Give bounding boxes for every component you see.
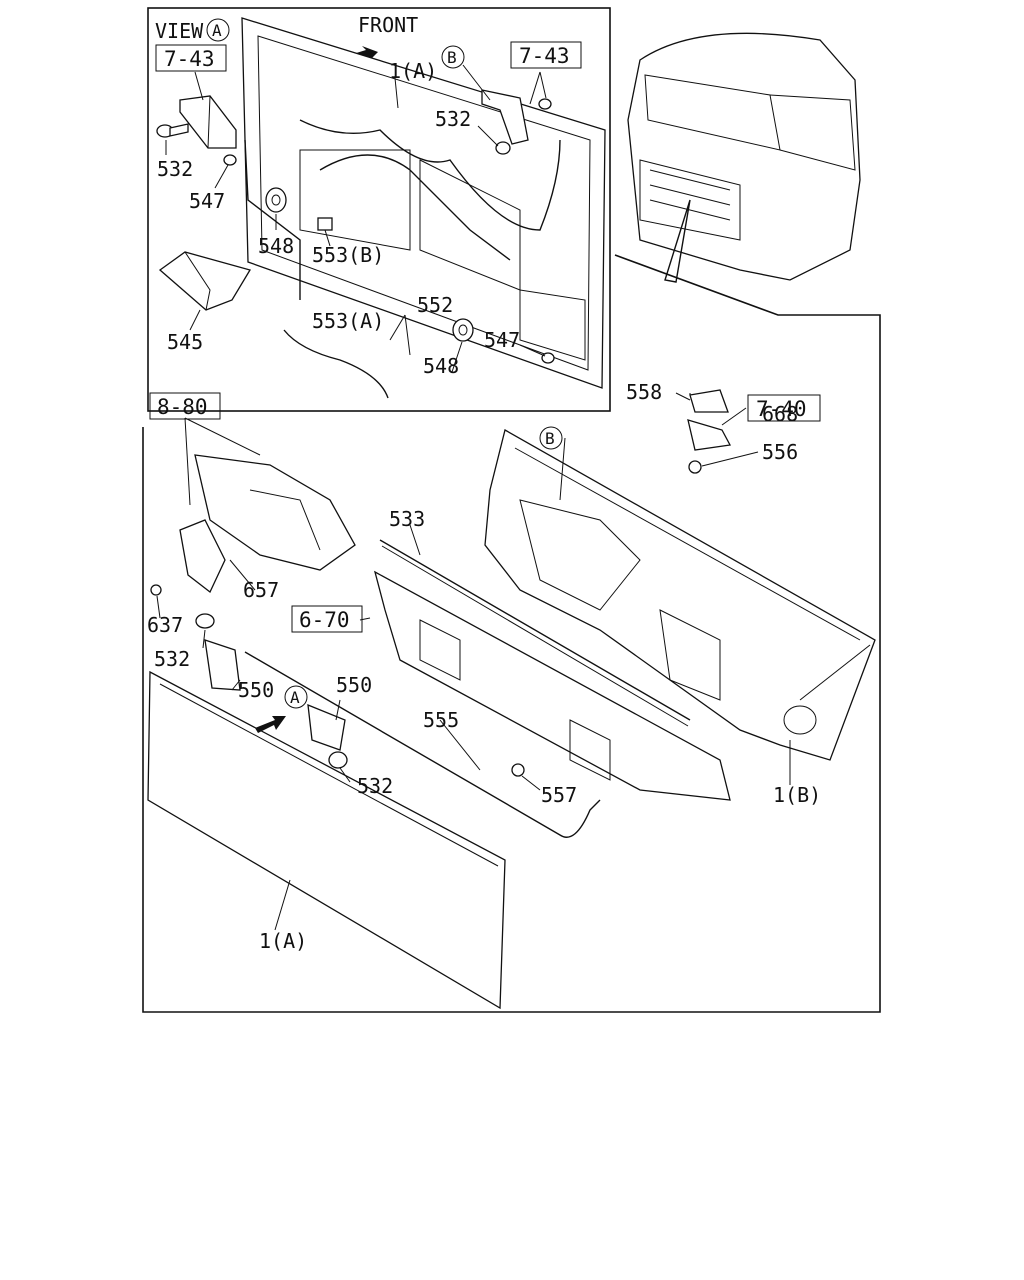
label-532-lower-center: 532 bbox=[357, 774, 393, 798]
cross-member bbox=[373, 570, 731, 801]
label-1a-top: 1(A) bbox=[389, 59, 437, 83]
svg-text:A: A bbox=[290, 688, 300, 707]
cable-555 bbox=[244, 651, 601, 838]
bracket-558-668-556 bbox=[687, 389, 732, 474]
label-532-lower-left: 532 bbox=[154, 647, 190, 671]
latch-550-right bbox=[307, 703, 348, 769]
svg-text:6-70: 6-70 bbox=[299, 608, 350, 632]
ref-marker-b-cowl: B bbox=[539, 426, 563, 450]
view-a-title: VIEW A bbox=[155, 18, 230, 43]
ref-box-7-43-right: 7-43 bbox=[510, 41, 582, 69]
nut-547-lower bbox=[541, 352, 555, 364]
front-lid-panel bbox=[147, 670, 506, 1010]
label-557: 557 bbox=[541, 783, 577, 807]
ref-marker-b-top: B bbox=[441, 45, 465, 69]
rod-553a bbox=[244, 139, 389, 399]
label-532-view-a-right: 532 bbox=[435, 107, 471, 131]
svg-text:7-43: 7-43 bbox=[164, 47, 215, 71]
svg-text:8-80: 8-80 bbox=[157, 395, 208, 419]
label-657: 657 bbox=[243, 578, 279, 602]
clip-553b bbox=[317, 217, 333, 231]
latch-550-left bbox=[204, 639, 241, 691]
leaders-view-a bbox=[165, 64, 547, 373]
label-1a-bottom: 1(A) bbox=[259, 929, 307, 953]
hinge-right bbox=[481, 89, 552, 155]
ref-box-7-43-left: 7-43 bbox=[155, 44, 227, 72]
label-548-upper: 548 bbox=[258, 234, 294, 258]
label-637: 637 bbox=[147, 613, 183, 637]
label-555: 555 bbox=[423, 708, 459, 732]
label-558: 558 bbox=[626, 380, 662, 404]
bolt-637 bbox=[150, 584, 162, 596]
label-556: 556 bbox=[762, 440, 798, 464]
truck-cab-sketch bbox=[627, 32, 861, 283]
nut-547-upper bbox=[223, 154, 237, 166]
view-a-inset-frame bbox=[147, 7, 611, 412]
label-532-view-a-left: 532 bbox=[157, 157, 193, 181]
label-533: 533 bbox=[389, 507, 425, 531]
label-545: 545 bbox=[167, 330, 203, 354]
label-547-lower: 547 bbox=[484, 328, 520, 352]
ref-box-7-40: 7-40 bbox=[747, 394, 821, 422]
seal-533 bbox=[379, 539, 691, 721]
cowl-panel bbox=[484, 429, 876, 761]
svg-text:B: B bbox=[447, 48, 457, 67]
label-550-left: 550 bbox=[238, 678, 274, 702]
label-1b: 1(B) bbox=[773, 783, 821, 807]
clip-557 bbox=[511, 763, 525, 777]
front-arrow-lower-icon bbox=[255, 716, 286, 733]
hinge-left bbox=[179, 95, 237, 149]
outer-frame bbox=[142, 254, 881, 1013]
bolt-532-lower-left bbox=[195, 613, 215, 629]
label-548-lower: 548 bbox=[423, 354, 459, 378]
handle-545 bbox=[158, 251, 251, 311]
ref-box-6-70: 6-70 bbox=[291, 605, 363, 633]
label-550-right: 550 bbox=[336, 673, 372, 697]
svg-text:7-43: 7-43 bbox=[519, 44, 570, 68]
label-553a: 553(A) bbox=[312, 309, 384, 333]
svg-text:VIEW: VIEW bbox=[155, 19, 204, 43]
front-label: FRONT bbox=[358, 13, 418, 37]
grommet-548-lower bbox=[452, 318, 474, 342]
svg-text:B: B bbox=[545, 429, 555, 448]
label-553b: 553(B) bbox=[312, 243, 384, 267]
label-552: 552 bbox=[417, 293, 453, 317]
bolt-532-left bbox=[156, 123, 189, 138]
leaders-lower bbox=[156, 392, 791, 931]
svg-text:7-40: 7-40 bbox=[756, 397, 807, 421]
side-bracket-880 bbox=[179, 454, 356, 594]
label-668: 668 bbox=[762, 402, 798, 426]
svg-text:A: A bbox=[212, 21, 222, 40]
ref-marker-a-lower: A bbox=[284, 685, 308, 709]
grommet-548-upper bbox=[265, 187, 287, 213]
label-547-upper: 547 bbox=[189, 189, 225, 213]
ref-box-8-80: 8-80 bbox=[149, 392, 221, 420]
